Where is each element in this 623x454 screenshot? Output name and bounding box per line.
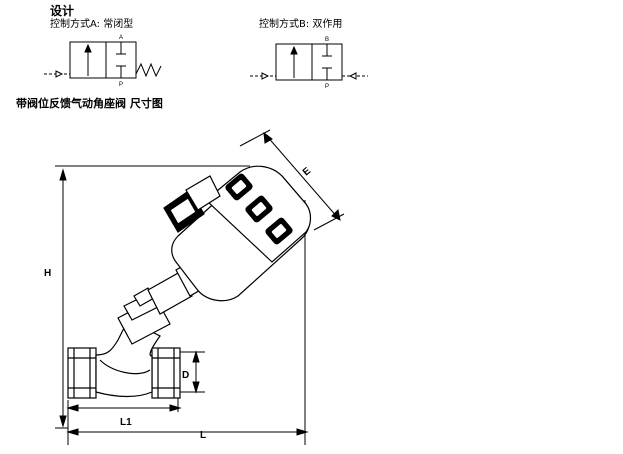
dimension-e-label: E [301,165,313,178]
control-mode-a-label: 控制方式A: 常闭型 [50,19,134,30]
port-p-b-label: P [325,84,329,90]
control-mode-b-label: 控制方式B: 双作用 [259,19,343,30]
valve-symbol-double-acting [250,43,368,81]
dimension-l-label: L [200,430,206,441]
design-title: 设计 [50,4,75,18]
dimension-d-label: D [182,370,189,381]
dimension-lines [55,129,345,445]
port-p-a-label: P [119,82,123,88]
actuator-head [163,165,312,302]
dimension-l1-label: L1 [120,417,132,428]
port-a-label: A [119,35,123,41]
port-b-label: B [325,37,329,43]
valve-symbol-normally-closed [44,41,162,79]
dimension-h-label: H [44,268,51,279]
dimension-drawing-title: 带阀位反馈气动角座阀 尺寸图 [16,97,163,110]
